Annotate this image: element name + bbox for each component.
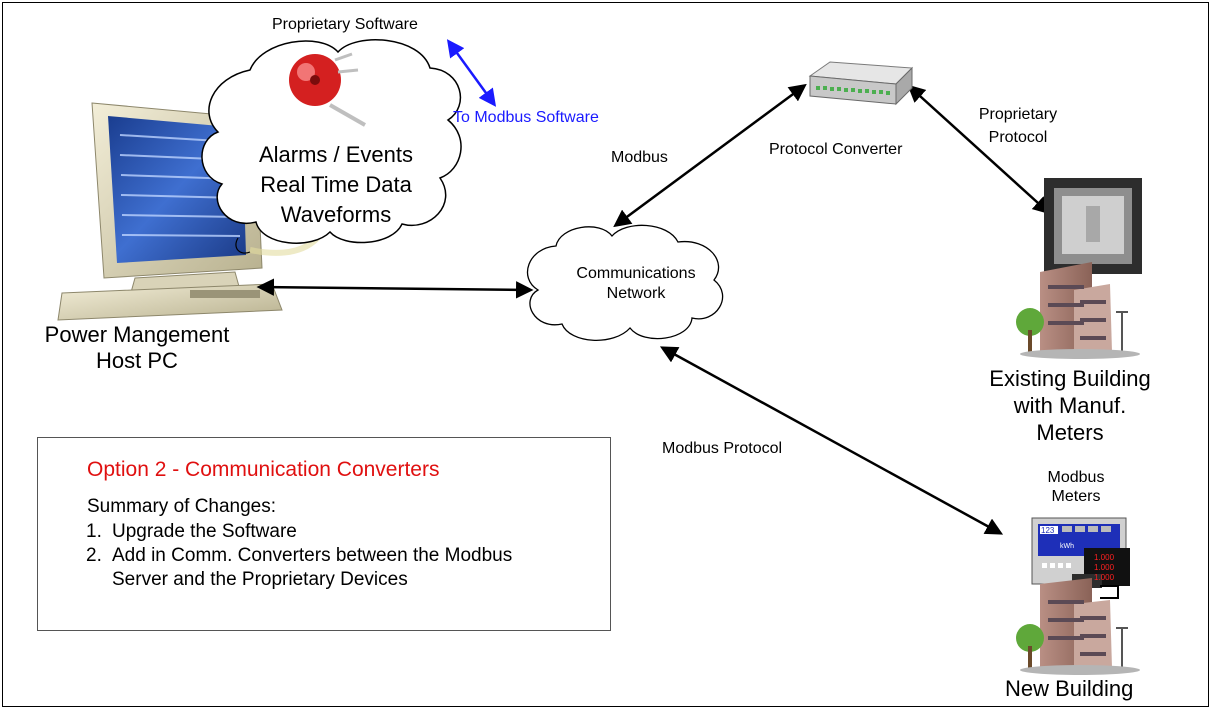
summary-item: 1. Upgrade the Software xyxy=(86,520,552,544)
to-modbus-software-label: To Modbus Software xyxy=(453,109,599,126)
modbus-meters-label: Modbus Meters xyxy=(1036,468,1116,506)
cloud-text: Alarms / Events Real Time Data Waveforms xyxy=(236,140,436,230)
summary-item: 2. Add in Comm. Converters between the Mo… xyxy=(86,544,552,592)
modbus-protocol-label: Modbus Protocol xyxy=(662,440,783,457)
summary-item-text: Add in Comm. Converters between the Modb… xyxy=(112,545,513,590)
proprietary-protocol-label: Proprietary Protocol xyxy=(963,103,1073,149)
existing-building-label: Existing Building with Manuf. Meters xyxy=(960,365,1180,446)
modbus-meters-line2: Meters xyxy=(1051,488,1101,505)
modbus-meters-line1: Modbus xyxy=(1047,469,1105,486)
alarm-bell-icon xyxy=(289,52,366,127)
new-building-label: New Building xyxy=(1005,676,1134,701)
network-line1: Communications xyxy=(576,265,696,282)
modbus-protocol-arrow xyxy=(659,346,1004,535)
existing-building-line1: Existing Building xyxy=(989,366,1151,391)
host-pc-line1: Power Mangement xyxy=(44,322,230,347)
summary-box: Option 2 - Communication Converters Summ… xyxy=(37,437,611,631)
proprietary-protocol-arrow xyxy=(907,84,1051,215)
meter-readout-3: 1.000 xyxy=(1094,573,1115,582)
existing-building-icon xyxy=(1016,262,1140,359)
summary-subtitle: Summary of Changes: xyxy=(87,496,277,517)
protocol-converter-icon xyxy=(808,61,914,106)
meter-readout-2: 1.000 xyxy=(1094,563,1115,572)
meter-readout-1: 1.000 xyxy=(1094,553,1115,562)
software-upgrade-arrow xyxy=(446,39,497,107)
new-building-icon xyxy=(1016,578,1140,675)
protocol-converter-label: Protocol Converter xyxy=(769,141,903,158)
modbus-arrow xyxy=(613,83,807,228)
summary-item-number: 2. xyxy=(86,545,102,566)
cloud-line-alarms: Alarms / Events xyxy=(258,142,414,167)
host-pc-line2: Host PC xyxy=(96,348,178,373)
existing-building-line2: with Manuf. xyxy=(1013,393,1127,418)
proprietary-software-label: Proprietary Software xyxy=(272,16,418,33)
proprietary-protocol-line2: Protocol xyxy=(988,129,1048,146)
summary-list: 1. Upgrade the Software 2. Add in Comm. Co… xyxy=(86,520,552,592)
summary-item-number: 1. xyxy=(86,521,102,542)
modbus-label: Modbus xyxy=(611,149,668,166)
existing-building-line3: Meters xyxy=(1036,420,1104,445)
existing-meter-icon xyxy=(1044,178,1142,274)
cloud-line-waveforms: Waveforms xyxy=(280,202,392,227)
network-line2: Network xyxy=(606,285,666,302)
host-pc-label: Power Mangement Host PC xyxy=(26,322,248,374)
meter-screen-text: 123 xyxy=(1041,526,1055,535)
network-label: Communications Network xyxy=(566,264,706,304)
summary-title: Option 2 - Communication Converters xyxy=(87,458,440,481)
summary-item-text: Upgrade the Software xyxy=(112,521,297,542)
meter-unit: kWh xyxy=(1060,543,1074,550)
host-network-arrow xyxy=(256,278,534,299)
cloud-line-realtime: Real Time Data xyxy=(260,172,412,197)
software-cloud xyxy=(201,39,462,254)
proprietary-protocol-line1: Proprietary xyxy=(978,106,1058,123)
